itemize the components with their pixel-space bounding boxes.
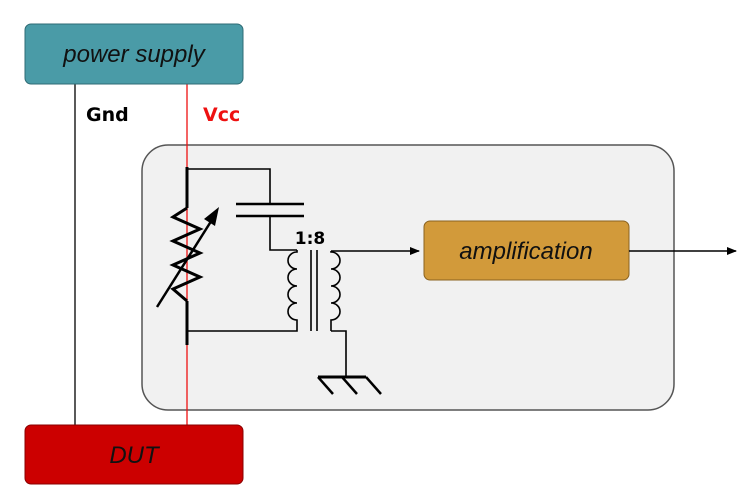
circuit-enclosure (141, 144, 675, 411)
resistor-bottom-wire (187, 330, 298, 332)
ground-tick-2 (341, 376, 358, 395)
dut-label: DUT (109, 442, 161, 469)
power-supply-block (24, 23, 244, 85)
vcc-label: Vcc (203, 104, 240, 126)
transformer-ratio-label: 1:8 (295, 229, 325, 249)
capacitor-bottom-wire (269, 216, 297, 251)
ground-tick-1 (317, 376, 334, 395)
transformer-secondary-coil (330, 251, 341, 331)
power-supply-label: power supply (62, 41, 206, 68)
resistor-symbol (169, 206, 204, 303)
ground-wire (331, 330, 347, 377)
capacitor-top-wire (187, 168, 271, 204)
variable-resistor-arrowhead (204, 207, 219, 226)
gnd-label: Gnd (86, 104, 129, 126)
amplification-label: amplification (459, 238, 592, 265)
dut-block (24, 424, 244, 485)
variable-resistor-arrow (155, 214, 217, 308)
transformer-primary-coil (287, 250, 298, 330)
ground-tick-3 (365, 376, 382, 395)
